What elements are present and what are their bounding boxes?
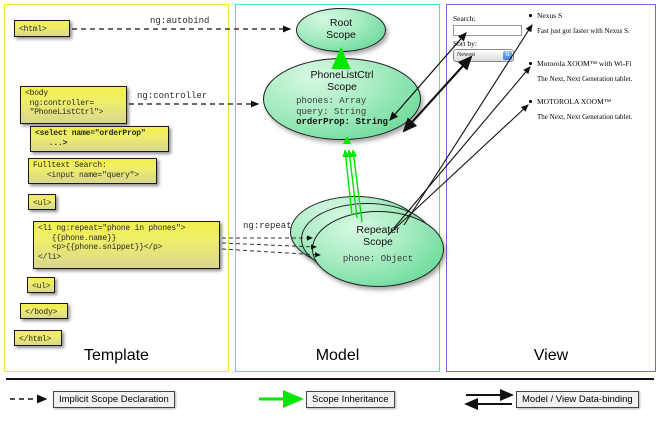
phonelist-prop-orderprop: orderProp: String <box>296 117 388 127</box>
ul-close-box: <ul> <box>27 277 55 293</box>
repeater-scope-title-line1: Repeater <box>356 224 400 236</box>
root-scope-ellipse: Root Scope <box>296 8 386 52</box>
phone-name: Nexus S <box>537 11 563 20</box>
legend-implicit-scope-declaration: Implicit Scope Declaration <box>53 391 175 408</box>
body-open-box: <body ng:controller= "PhoneListCtrl"> <box>20 86 127 124</box>
view-search-label: Search: <box>453 14 476 23</box>
bullet-icon <box>529 14 532 17</box>
view-sort-label: Sort by: <box>453 39 477 48</box>
connector-label-autobind: ng:autobind <box>150 16 210 26</box>
repeater-prop-phone: phone: Object <box>342 254 414 264</box>
connector-label-repeat: ng:repeat <box>243 221 292 231</box>
body-close-box: </body> <box>20 303 68 319</box>
phone-snippet: The Next, Next Generation tablet. <box>537 75 633 83</box>
legend: Implicit Scope Declaration Scope Inherit… <box>0 376 660 421</box>
panel-template-label: Template <box>84 347 149 364</box>
root-scope-title-line2: Scope <box>326 29 356 41</box>
phonelist-scope-title-line2: Scope <box>327 81 357 93</box>
list-item: MOTOROLA XOOM™ The Next, Next Generation… <box>529 97 633 121</box>
repeater-scope-title-line2: Scope <box>363 236 393 248</box>
view-search-input[interactable] <box>453 25 522 36</box>
bullet-icon <box>529 100 532 103</box>
legend-divider <box>6 378 654 380</box>
phonelist-scope-title-line1: PhoneListCtrl <box>310 69 374 81</box>
phone-snippet: The Next, Next Generation tablet. <box>537 113 633 121</box>
ul-open-box: <ul> <box>28 194 56 210</box>
repeater-scope-ellipse: Repeater Scope phone: Object <box>312 211 444 287</box>
phone-name: Motorola XOOM™ with Wi-Fi <box>537 59 632 68</box>
list-item: Nexus S Fast just got faster with Nexus … <box>529 11 630 35</box>
phone-snippet: Fast just got faster with Nexus S. <box>537 27 630 35</box>
phonelist-prop-phones: phones: Array <box>296 96 367 106</box>
chevron-updown-icon: ⇅ <box>503 51 512 60</box>
bullet-icon <box>529 62 532 65</box>
html-open-box: <html> <box>14 20 70 37</box>
select-box: <select name="orderProp" ...> <box>30 126 169 152</box>
panel-view-label: View <box>533 347 569 364</box>
connector-label-controller: ng:controller <box>137 91 208 101</box>
li-repeat-box: <li ng:repeat="phone in phones"> {{phone… <box>33 221 220 269</box>
html-close-box: </html> <box>14 330 62 346</box>
legend-scope-inheritance: Scope Inheritance <box>306 391 395 408</box>
fulltext-search-box: Fulltext Search: <input name="query"> <box>28 158 157 184</box>
legend-model-view-data-binding: Model / View Data-binding <box>516 391 639 408</box>
phonelist-scope-ellipse: PhoneListCtrl Scope phones: Array query:… <box>263 58 421 140</box>
view-sort-selected-value: Newest <box>457 52 475 58</box>
view-sort-select[interactable]: Newest ⇅ <box>453 49 514 62</box>
list-item: Motorola XOOM™ with Wi-Fi The Next, Next… <box>529 59 633 83</box>
root-scope-title-line1: Root <box>329 17 353 29</box>
panel-model-label: Model <box>315 347 360 364</box>
phone-name: MOTOROLA XOOM™ <box>537 97 612 106</box>
phonelist-prop-query: query: String <box>296 106 367 117</box>
